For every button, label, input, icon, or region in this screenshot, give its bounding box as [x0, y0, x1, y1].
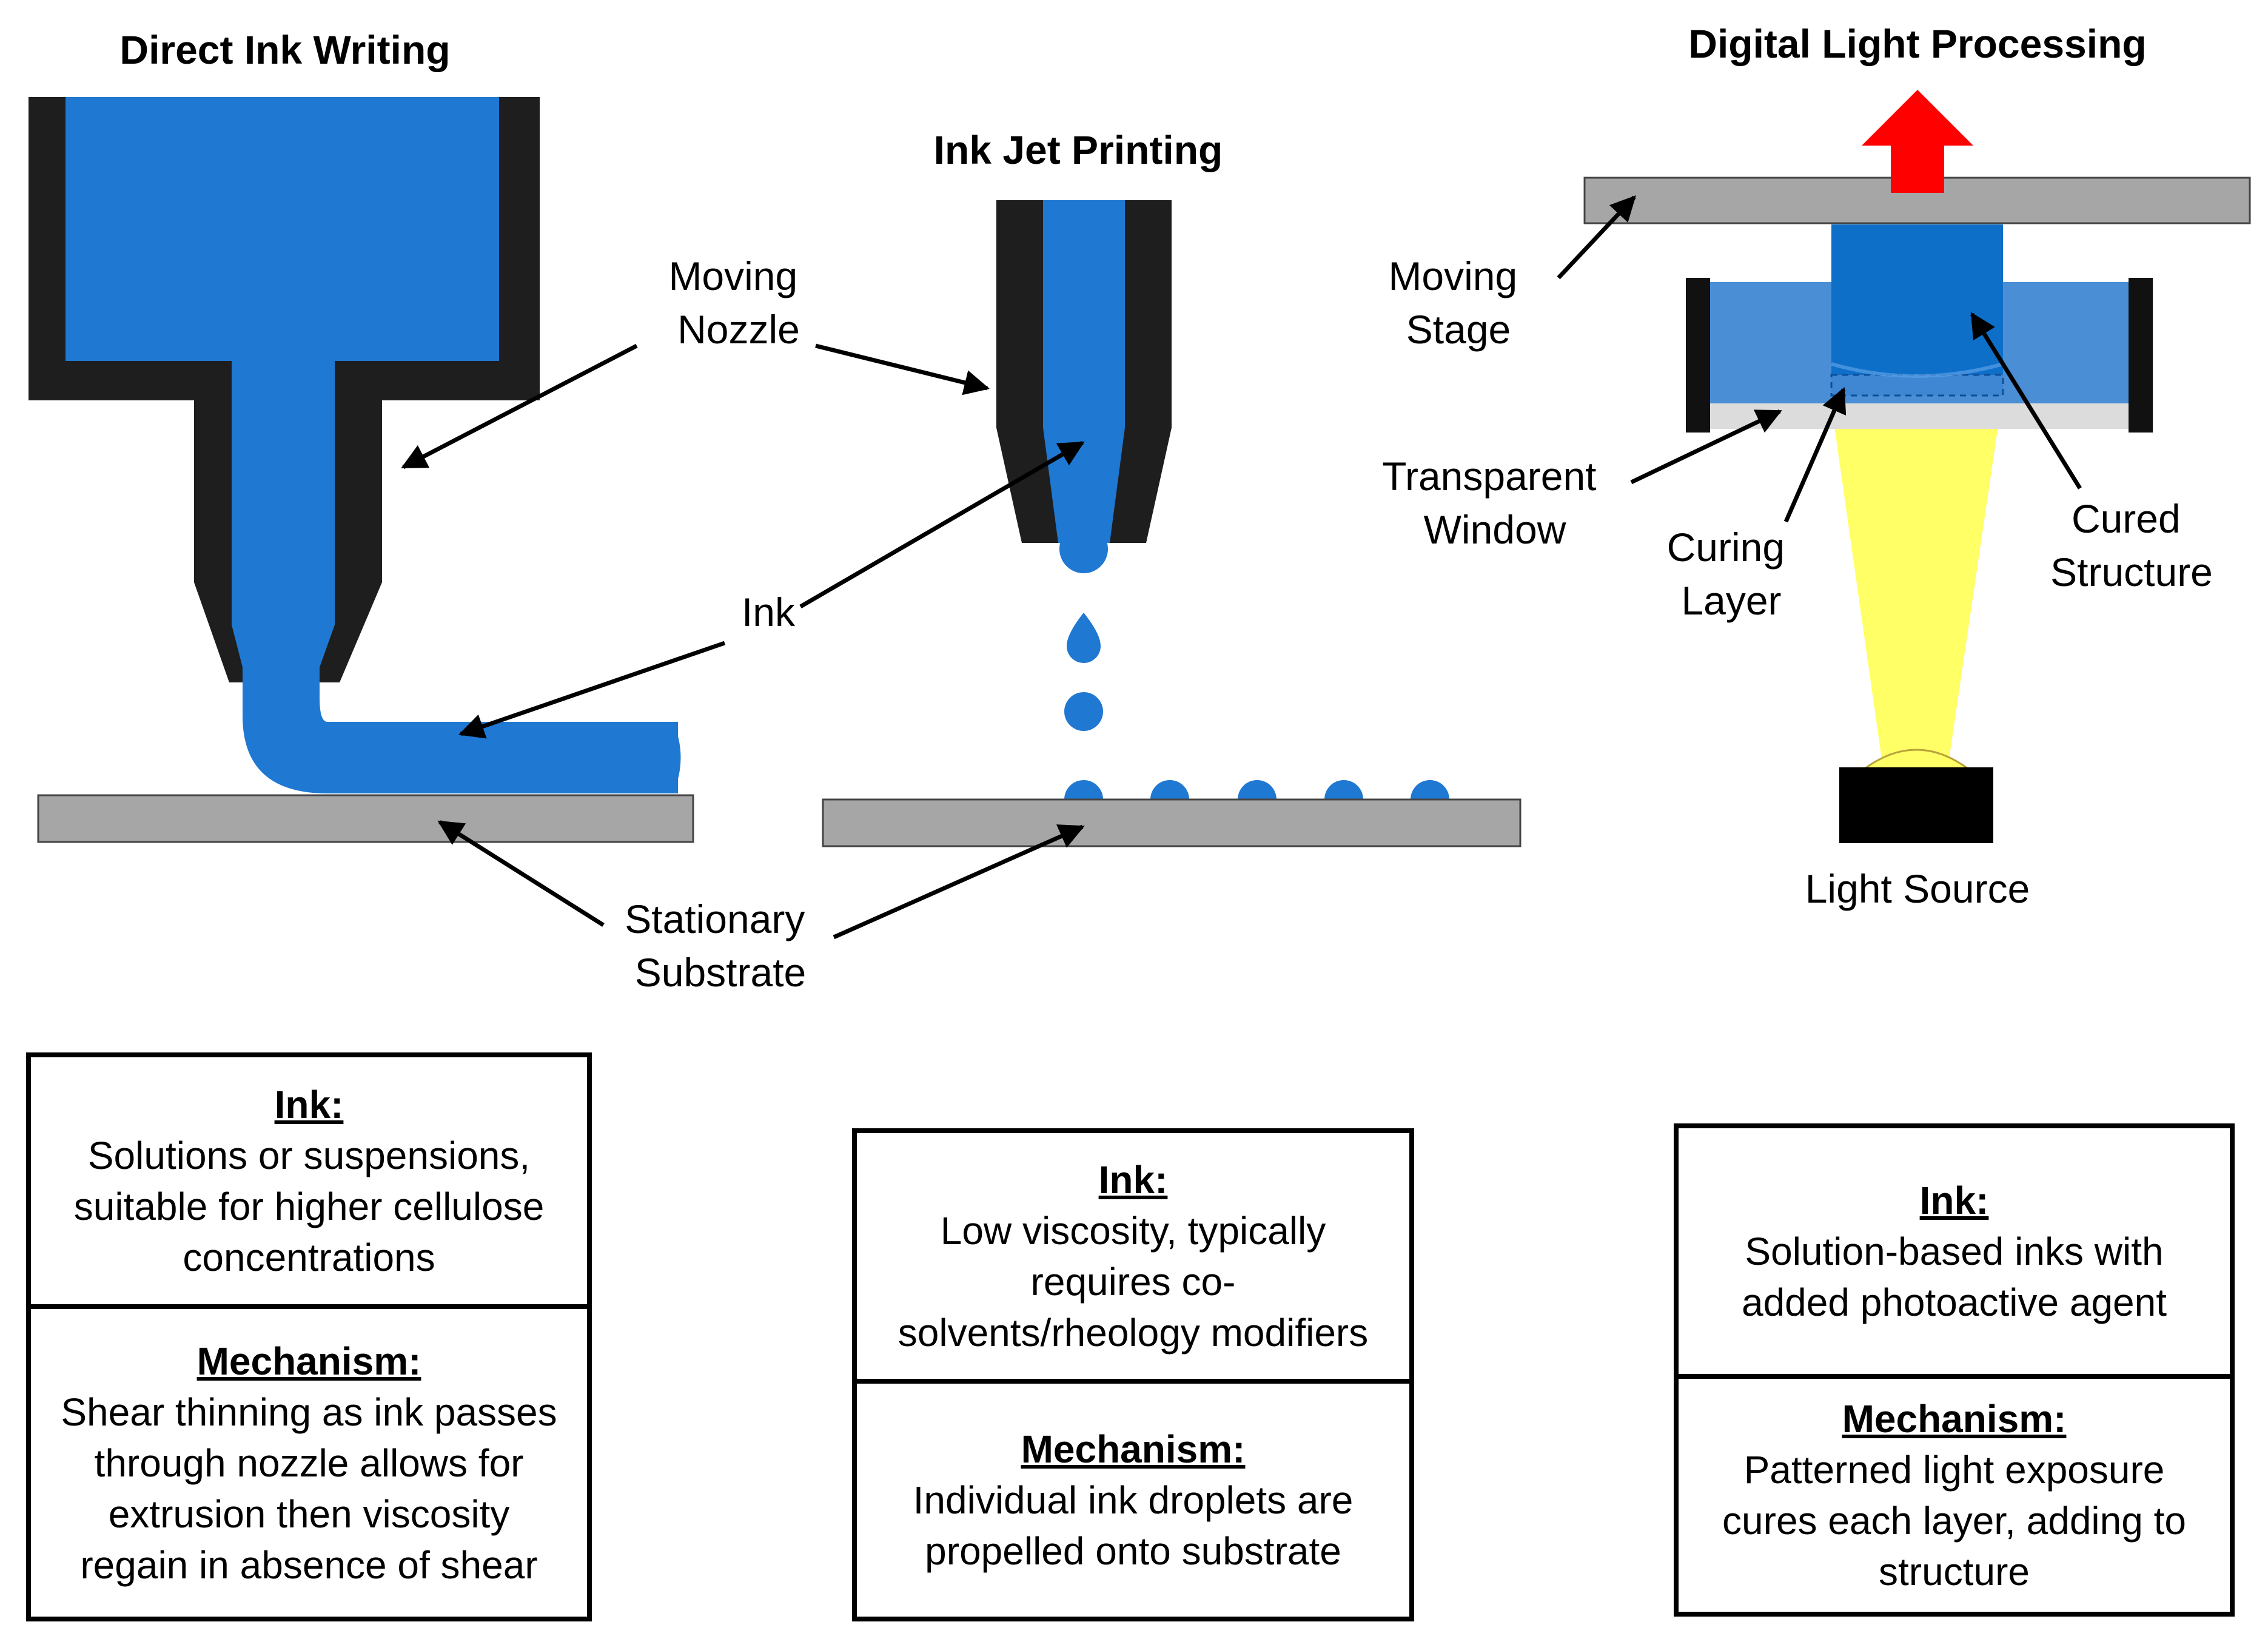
ijp-deposited-droplet	[1064, 780, 1103, 799]
diw-substrate	[37, 794, 694, 843]
arrow-substrate-diw	[437, 820, 605, 927]
diw-illustration	[29, 97, 694, 843]
dlp-curing-interface	[1831, 362, 2004, 378]
ijp-info-box: Ink: Low viscosity, typically requires c…	[852, 1128, 1414, 1621]
leader-arrows	[401, 195, 2082, 940]
diw-ink-text: Solutions or suspensions, suitable for h…	[73, 1133, 545, 1279]
arrow-moving-stage	[1557, 195, 1636, 280]
diw-info-box: Ink: Solutions or suspensions, suitable …	[26, 1052, 592, 1621]
diw-extruded-strand	[243, 622, 678, 793]
diw-mechanism-text: Shear thinning as ink passes through noz…	[61, 1390, 557, 1587]
dlp-mechanism-text: Patterned light exposure cures each laye…	[1722, 1448, 2186, 1594]
ijp-title: Ink Jet Printing	[934, 127, 1223, 172]
dlp-lens	[1862, 749, 1971, 770]
ijp-ink-text: Low viscosity, typically requires co-sol…	[897, 1208, 1369, 1355]
arrow-ink-diw	[458, 641, 726, 739]
dlp-curing-layer	[1830, 374, 2004, 397]
ijp-ink-section: Ink: Low viscosity, typically requires c…	[857, 1133, 1409, 1379]
dlp-title: Digital Light Processing	[1688, 21, 2146, 66]
ijp-ink-heading: Ink:	[1098, 1157, 1168, 1202]
ijp-ink-column	[1043, 200, 1125, 543]
arrow-moving-nozzle-ijp	[815, 343, 990, 396]
dlp-light-source	[1839, 767, 1993, 843]
label-curing-layer: Curing Layer	[1667, 525, 1796, 623]
diw-channel-ink	[232, 352, 335, 667]
ijp-substrate	[822, 798, 1522, 847]
dlp-cured-structure	[1831, 224, 2003, 375]
dlp-illustration	[1583, 90, 2251, 843]
dlp-vat-wall-left	[1686, 278, 1710, 433]
label-cured-structure: Cured Structure	[2050, 496, 2213, 594]
ijp-droplet	[1067, 613, 1101, 663]
dlp-mechanism-heading: Mechanism:	[1842, 1397, 2067, 1441]
label-light-source: Light Source	[1805, 866, 2030, 911]
label-moving-stage: Moving Stage	[1388, 254, 1528, 352]
diw-mechanism-heading: Mechanism:	[196, 1339, 421, 1383]
arrow-cured-structure	[1970, 312, 2082, 490]
diw-ink-heading: Ink:	[274, 1082, 344, 1126]
ijp-mechanism-heading: Mechanism:	[1021, 1427, 1246, 1471]
label-ink: Ink	[742, 590, 796, 635]
diw-strand-tip	[673, 722, 681, 793]
dlp-info-box: Ink: Solution-based inks with added phot…	[1674, 1123, 2235, 1617]
diw-mechanism-section: Mechanism: Shear thinning as ink passes …	[31, 1304, 587, 1617]
dlp-vat-wall-right	[2129, 278, 2153, 433]
dlp-up-arrow	[1862, 90, 1973, 193]
dlp-ink-text: Solution-based inks with added photoacti…	[1741, 1229, 2167, 1324]
ijp-deposited-droplet	[1238, 780, 1277, 799]
arrow-curing-layer	[1783, 387, 1847, 523]
ijp-mechanism-text: Individual ink droplets are propelled on…	[913, 1478, 1354, 1573]
diw-title: Direct Ink Writing	[119, 27, 450, 72]
arrow-ink-ijp	[799, 440, 1085, 609]
ijp-droplet	[1064, 692, 1103, 731]
label-stationary-substrate: Stationary Substrate	[625, 897, 816, 995]
arrow-transparent-window	[1630, 409, 1782, 485]
ijp-deposited-droplet	[1324, 780, 1363, 799]
diw-reservoir-ink	[65, 97, 499, 361]
ijp-deposited-droplet	[1411, 780, 1449, 799]
label-moving-nozzle: Moving Nozzle	[668, 254, 808, 352]
dlp-light-beam	[1831, 405, 2001, 767]
ijp-droplet	[1059, 525, 1108, 573]
arrow-moving-nozzle-diw	[401, 343, 638, 470]
dlp-mechanism-section: Mechanism: Patterned light exposure cure…	[1679, 1374, 2230, 1612]
ijp-deposited-droplet	[1150, 780, 1189, 799]
dlp-ink-heading: Ink:	[1919, 1178, 1989, 1222]
dlp-ink-section: Ink: Solution-based inks with added phot…	[1679, 1128, 2230, 1374]
ijp-mechanism-section: Mechanism: Individual ink droplets are p…	[857, 1379, 1409, 1617]
diw-ink-section: Ink: Solutions or suspensions, suitable …	[31, 1057, 587, 1304]
arrow-substrate-ijp	[833, 824, 1085, 940]
label-transparent-window: Transparent Window	[1382, 454, 1608, 552]
